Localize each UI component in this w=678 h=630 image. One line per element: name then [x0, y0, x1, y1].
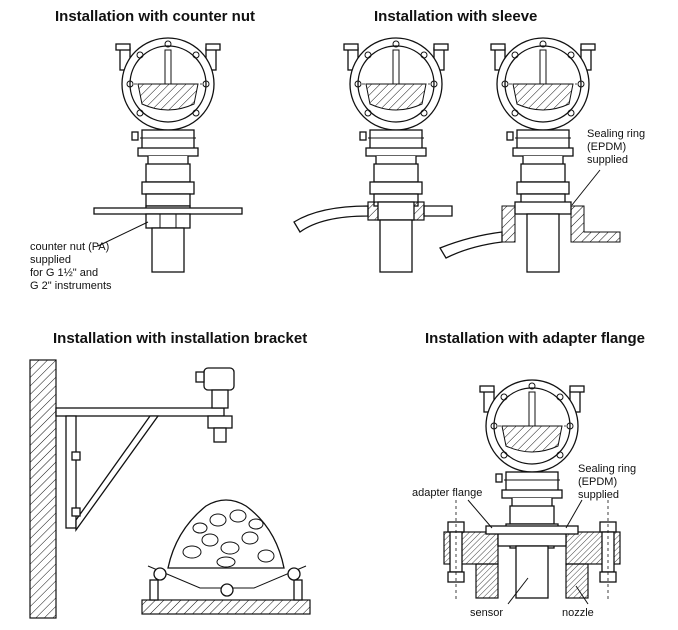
label-seal-b-1: Sealing ring — [578, 463, 636, 475]
label-counter-nut-3: for G 1½" and — [30, 267, 98, 279]
sleeve-installation-a — [293, 37, 453, 273]
label-counter-nut-4: G 2" instruments — [30, 280, 112, 292]
title-sleeve: Installation with sleeve — [374, 8, 537, 25]
adapter-flange-installation — [443, 379, 621, 605]
label-counter-nut-2: supplied — [30, 254, 71, 266]
bracket-installation — [29, 359, 311, 619]
title-bracket: Installation with installation bracket — [53, 330, 307, 347]
title-adapter-flange: Installation with adapter flange — [425, 330, 645, 347]
label-seal-a-2: (EPDM) — [587, 141, 626, 153]
label-seal-a-3: supplied — [587, 154, 628, 166]
label-seal-a-1: Sealing ring — [587, 128, 645, 140]
sleeve-installation-b — [439, 37, 621, 273]
label-counter-nut-1: counter nut (PA) — [30, 241, 109, 253]
label-nozzle: nozzle — [562, 607, 594, 619]
label-sensor: sensor — [470, 607, 503, 619]
counter-nut-installation — [93, 37, 243, 273]
label-seal-b-2: (EPDM) — [578, 476, 617, 488]
title-counter-nut: Installation with counter nut — [55, 8, 255, 25]
label-seal-b-3: supplied — [578, 489, 619, 501]
label-adapter-flange: adapter flange — [412, 487, 482, 499]
